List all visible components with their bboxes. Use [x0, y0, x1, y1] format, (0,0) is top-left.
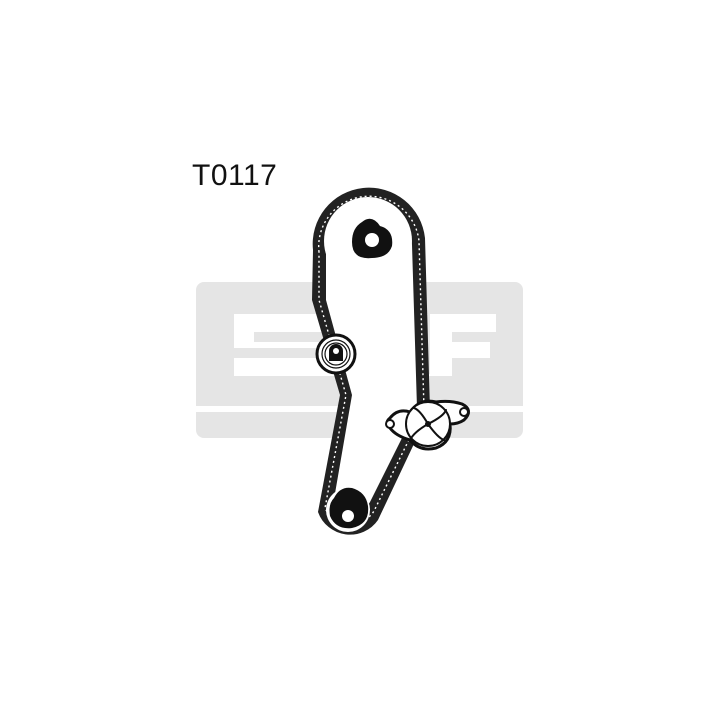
- camshaft-pulley: [324, 197, 412, 285]
- water-pump-pulley: [385, 399, 470, 451]
- belt-inner: [325, 205, 417, 514]
- crankshaft-pulley: [326, 487, 370, 532]
- part-number-label: T0117: [192, 159, 278, 192]
- skf-logo-letter-s: [234, 314, 338, 376]
- skf-logo-letter-f: [430, 314, 496, 376]
- tensioner-pulley: [315, 333, 357, 375]
- crankshaft-hub: [329, 487, 369, 529]
